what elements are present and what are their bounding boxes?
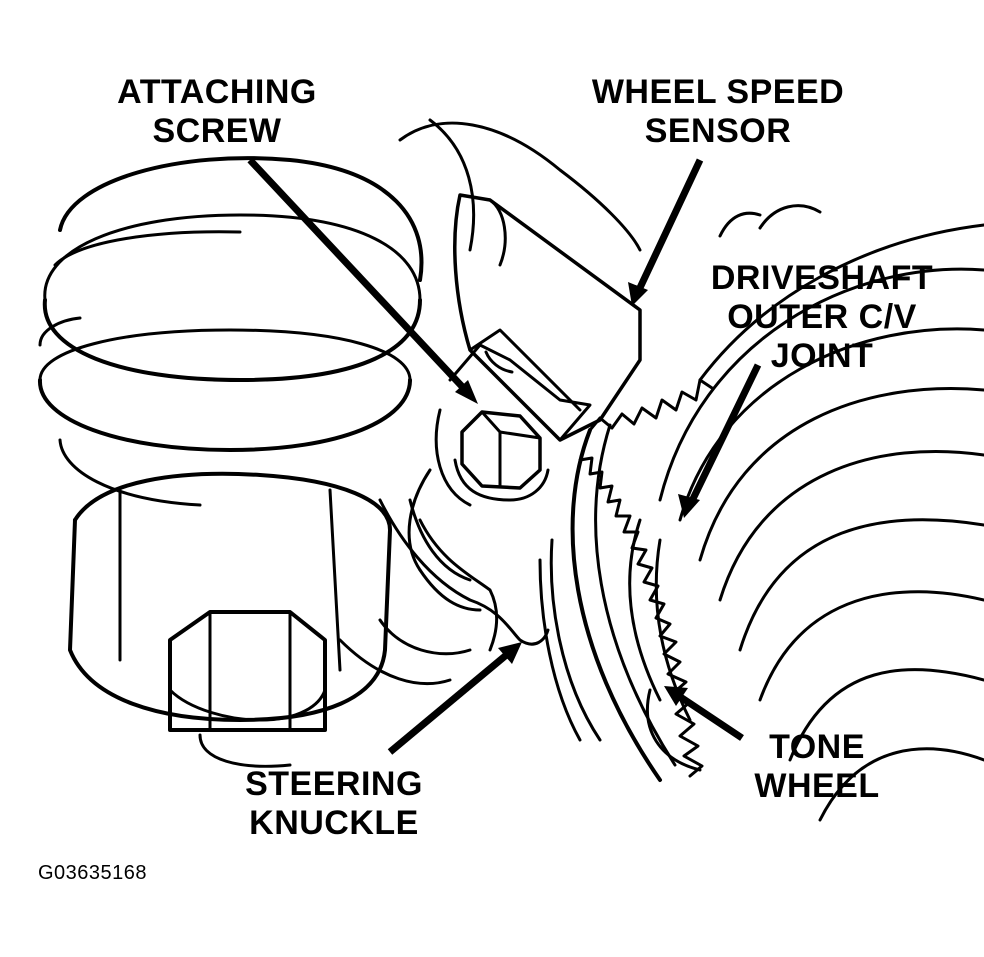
- label-wheel-speed-sensor: WHEEL SPEED SENSOR: [582, 73, 854, 151]
- label-attaching-screw: ATTACHING SCREW: [106, 73, 328, 151]
- arrow-steering-knuckle: [387, 649, 513, 755]
- arrow-driveshaft: [686, 363, 762, 507]
- steering-knuckle: [338, 118, 642, 686]
- label-driveshaft-line2: OUTER C/V: [727, 298, 917, 336]
- label-driveshaft-cv-joint: DRIVESHAFT OUTER C/V JOINT: [700, 259, 944, 376]
- label-tone-wheel-line1: TONE: [769, 728, 865, 766]
- wheel-speed-sensor: [448, 193, 642, 442]
- arrow-attaching-screw: [247, 157, 473, 398]
- label-tone-wheel-line2: WHEEL: [754, 767, 880, 805]
- attaching-screw: [434, 408, 550, 507]
- arrow-wheel-speed-sensor: [634, 158, 704, 294]
- label-steering-knuckle-line1: STEERING: [245, 765, 423, 803]
- label-steering-knuckle: STEERING KNUCKLE: [236, 765, 432, 843]
- arrow-tone-wheel: [674, 691, 744, 741]
- label-attaching-screw-line2: SCREW: [152, 112, 282, 150]
- label-attaching-screw-line1: ATTACHING: [117, 73, 317, 111]
- label-wheel-speed-sensor-line2: SENSOR: [644, 112, 792, 150]
- figure-id: G03635168: [38, 862, 148, 884]
- tie-rod-end: [37, 156, 424, 768]
- tone-wheel: [538, 378, 714, 782]
- label-driveshaft-line1: DRIVESHAFT: [710, 259, 934, 297]
- label-wheel-speed-sensor-line1: WHEEL SPEED: [591, 73, 845, 111]
- label-driveshaft-line3: JOINT: [770, 337, 874, 375]
- label-tone-wheel: TONE WHEEL: [742, 728, 892, 806]
- label-steering-knuckle-line2: KNUCKLE: [249, 804, 419, 842]
- leader-arrows: [247, 157, 762, 755]
